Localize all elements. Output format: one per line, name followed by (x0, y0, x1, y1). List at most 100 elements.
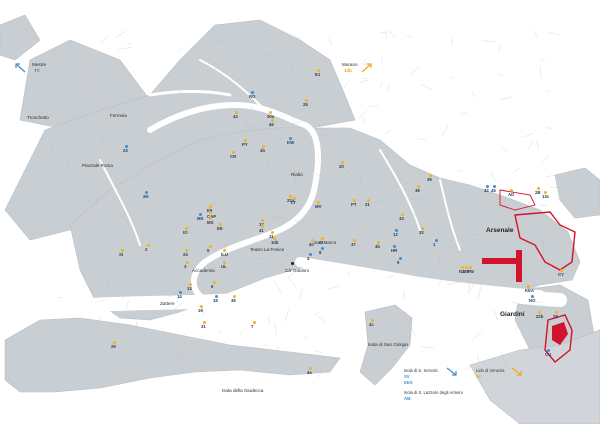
stop-dot (252, 320, 256, 324)
stop-line-code: 4 (307, 256, 310, 261)
stop-line-code: 7 (251, 324, 254, 329)
label-zattere: Zattere (160, 301, 175, 306)
stop-dot (559, 268, 563, 272)
stop-line-code: 22b (536, 314, 544, 319)
stop-dot (366, 198, 370, 202)
label-accademia: Accademia (192, 268, 215, 273)
canal-west-1 (99, 159, 141, 246)
label-giardini: Giardini (500, 311, 525, 318)
stop-dot (370, 318, 374, 322)
stop-line-code: 33 (399, 216, 404, 221)
stop-line-code: 18 (213, 298, 218, 303)
stop-line-code: 32 (419, 230, 424, 235)
stop-line-code: 21 (365, 202, 370, 207)
stop-line-code: 2B (535, 190, 541, 195)
stop-dot (234, 110, 238, 114)
stop-dot (270, 118, 274, 122)
stop-line-code: 13c (542, 194, 550, 199)
stop-dot (120, 248, 124, 252)
stop-dot (212, 280, 216, 284)
stop-line-code: AD (508, 192, 515, 197)
stop-line-code: SI (119, 252, 124, 257)
stop-dot (260, 224, 264, 228)
land-lido (469, 329, 600, 424)
stop-line-code: NO (529, 298, 536, 303)
stop-line-code: PW (467, 269, 474, 274)
stop-dot (231, 150, 235, 154)
stop-dot (178, 290, 182, 294)
canal-cannaregio (148, 89, 232, 97)
stop-line-code: KW (287, 140, 295, 145)
stop-line-code: 1 (433, 242, 436, 247)
stop-line-code: IO (183, 230, 188, 235)
stop-line-code: KEA (525, 288, 535, 293)
stop-dot (208, 216, 212, 220)
label-arsenale: Arsenale (486, 227, 514, 234)
stop-dot (352, 238, 356, 242)
stop-line-code: 25 (303, 102, 308, 107)
label-isola-giudecca: Isola della Giudecca (222, 388, 264, 393)
highlight-areas (482, 189, 576, 363)
stop-dot (288, 194, 292, 198)
stop-line-code: 8 (319, 250, 322, 255)
land-giudecca (4, 317, 341, 393)
stop-dot (464, 265, 468, 269)
stop-line-code: 23 (123, 148, 128, 153)
stop-dot (492, 184, 496, 188)
stop-dot (400, 212, 404, 216)
stop-dot (208, 244, 212, 248)
stop-line-code: 19 (198, 308, 203, 313)
stop-dot (536, 186, 540, 190)
stop-dot (509, 188, 513, 192)
stop-line-code: 9 (397, 260, 400, 265)
legend-lido-name: Lido di Venezia (476, 368, 505, 373)
stop-dot (546, 348, 550, 352)
legend-servolo-lines-2: KES (404, 380, 413, 385)
stop-dot (434, 238, 438, 242)
label-ferrovia: Ferrovia (110, 113, 127, 118)
stop-line-code: 10b (271, 240, 279, 245)
street-texture (34, 30, 563, 378)
stop-line-code: 39 (427, 177, 432, 182)
stop-line-code: 5 (207, 248, 210, 253)
stop-line-code: 2 (145, 247, 148, 252)
stop-dot (260, 218, 264, 222)
stop-dot (320, 246, 324, 250)
stop-dot (188, 282, 192, 286)
stop-line-code: 31 (201, 324, 206, 329)
stop-dot (320, 236, 324, 240)
sant-elena-outline (499, 189, 536, 211)
stop-line-code: 36 (231, 298, 236, 303)
label-murano-lines: 13b (344, 68, 352, 73)
label-murano: Murano (342, 62, 358, 67)
stop-line-code: CY (558, 272, 564, 277)
stop-line-code: 40 (309, 242, 314, 247)
stop-line-code: MX (197, 216, 204, 221)
label-piazzale-roma: Piazzale Roma (82, 163, 113, 168)
canal-north (199, 59, 261, 106)
stop-dot (198, 212, 202, 216)
stop-line-code: 42 (484, 188, 489, 193)
stop-dot (184, 226, 188, 230)
stop-line-code: 12 (393, 232, 398, 237)
stop-line-code: 4c (369, 322, 374, 327)
stop-dot (124, 144, 128, 148)
stop-line-code: CR (230, 154, 237, 159)
stop-line-code: 37 (351, 242, 356, 247)
arsenale-red-wall (482, 258, 522, 264)
stop-line-code: 20 (339, 164, 344, 169)
stop-line-code: UL (221, 264, 227, 269)
stop-dot (222, 260, 226, 264)
stop-dot (184, 248, 188, 252)
san-marco-basin (295, 257, 545, 300)
stop-line-code: CI (319, 240, 324, 245)
canal-east-2 (439, 179, 461, 251)
stop-dot (316, 200, 320, 204)
stop-dot (288, 136, 292, 140)
stop-dot (222, 248, 226, 252)
stop-dot (554, 310, 558, 314)
land-top-left (0, 14, 41, 61)
stop-dot (292, 196, 296, 200)
